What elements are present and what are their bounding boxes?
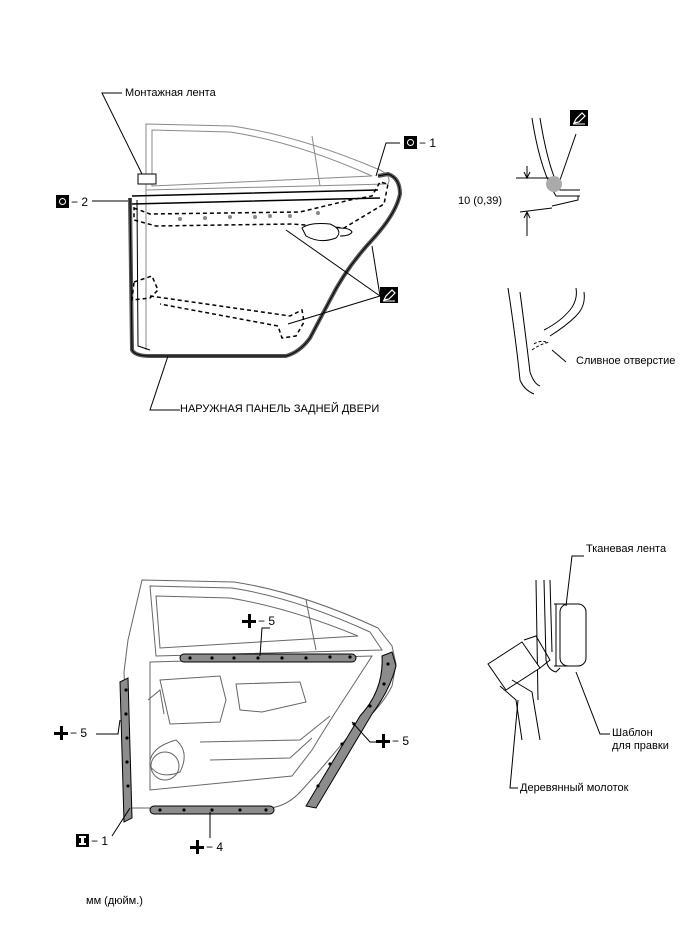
plus-fastener-icon — [376, 734, 390, 748]
callout-plus-right: − 5 — [392, 734, 410, 748]
units-label: мм (дюйм.) — [86, 895, 143, 907]
i-bolt-icon — [76, 834, 89, 847]
plus-fastener-icon — [54, 726, 68, 740]
plus-fastener-icon — [190, 840, 204, 854]
sealer-brush-icon — [380, 287, 398, 303]
outer-panel-label: НАРУЖНАЯ ПАНЕЛЬ ЗАДНЕЙ ДВЕРИ — [180, 403, 380, 415]
sealer-brush-icon — [570, 110, 588, 126]
drain-hole-label: Сливное отверстие — [576, 355, 676, 367]
callout-o2: − 2 — [71, 195, 89, 209]
torque-circle-icon — [404, 136, 417, 149]
sealer-blob — [546, 176, 562, 192]
plus-fastener-icon — [242, 614, 256, 628]
torque-circle-icon — [56, 195, 69, 208]
cloth-tape-label: Тканевая лента — [586, 543, 667, 555]
mounting-tape-label: Монтажная лента — [125, 87, 216, 99]
callout-plus-left: − 5 — [70, 726, 88, 740]
callout-i1: − 1 — [91, 834, 109, 848]
template-label-2: для правки — [612, 740, 669, 752]
callout-o1: − 1 — [419, 136, 437, 150]
wooden-hammer-label: Деревянный молоток — [520, 782, 629, 794]
dimension-label: 10 (0,39) — [458, 195, 503, 207]
callout-plus-bottom: − 4 — [206, 840, 224, 854]
template-block — [559, 603, 587, 667]
callout-plus-top: − 5 — [258, 614, 276, 628]
template-label-1: Шаблон — [612, 727, 653, 739]
